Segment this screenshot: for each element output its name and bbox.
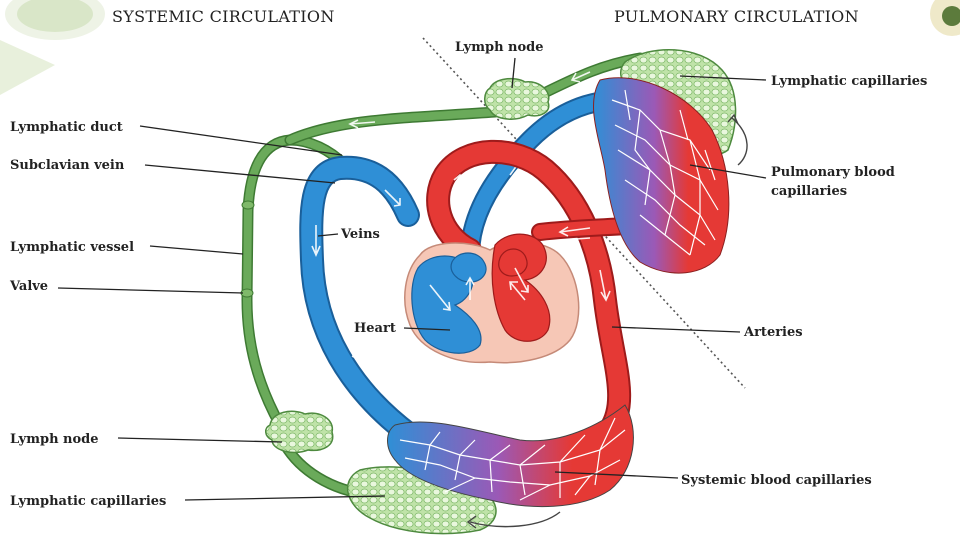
label-lymph-node-top: Lymph node	[455, 40, 544, 55]
label-systemic-blood-capillaries: Systemic blood capillaries	[681, 473, 872, 488]
label-arteries: Arteries	[743, 325, 803, 340]
label-lymph-node-bottom: Lymph node	[10, 432, 99, 447]
label-lymphatic-duct: Lymphatic duct	[10, 120, 123, 135]
lymph-node-bottom	[265, 410, 334, 454]
label-valve: Valve	[9, 279, 48, 294]
label-pulmonary-blood-capillaries-line2: capillaries	[771, 184, 847, 199]
pulmonary-blood-capillaries	[593, 77, 730, 274]
pulmonary-header: PULMONARY CIRCULATION	[614, 7, 859, 26]
leader-lines	[57, 57, 767, 501]
valve-icon	[241, 200, 255, 210]
corner-decoration	[0, 40, 55, 95]
label-pulmonary-blood-capillaries-line1: Pulmonary blood	[771, 165, 895, 180]
corner-logo-right	[930, 0, 960, 36]
systemic-header: SYSTEMIC CIRCULATION	[112, 7, 335, 26]
lymph-node-top	[484, 77, 550, 120]
veins	[299, 90, 630, 447]
label-lymphatic-capillaries-top: Lymphatic capillaries	[771, 74, 927, 89]
systemic-blood-capillaries	[387, 404, 634, 508]
label-lymphatic-vessel: Lymphatic vessel	[10, 240, 134, 255]
label-veins: Veins	[340, 227, 380, 242]
heart	[404, 233, 580, 364]
label-heart: Heart	[354, 321, 396, 336]
label-lymphatic-capillaries-bottom: Lymphatic capillaries	[10, 494, 166, 509]
corner-logo-left	[5, 0, 105, 40]
label-subclavian-vein: Subclavian vein	[10, 158, 125, 173]
